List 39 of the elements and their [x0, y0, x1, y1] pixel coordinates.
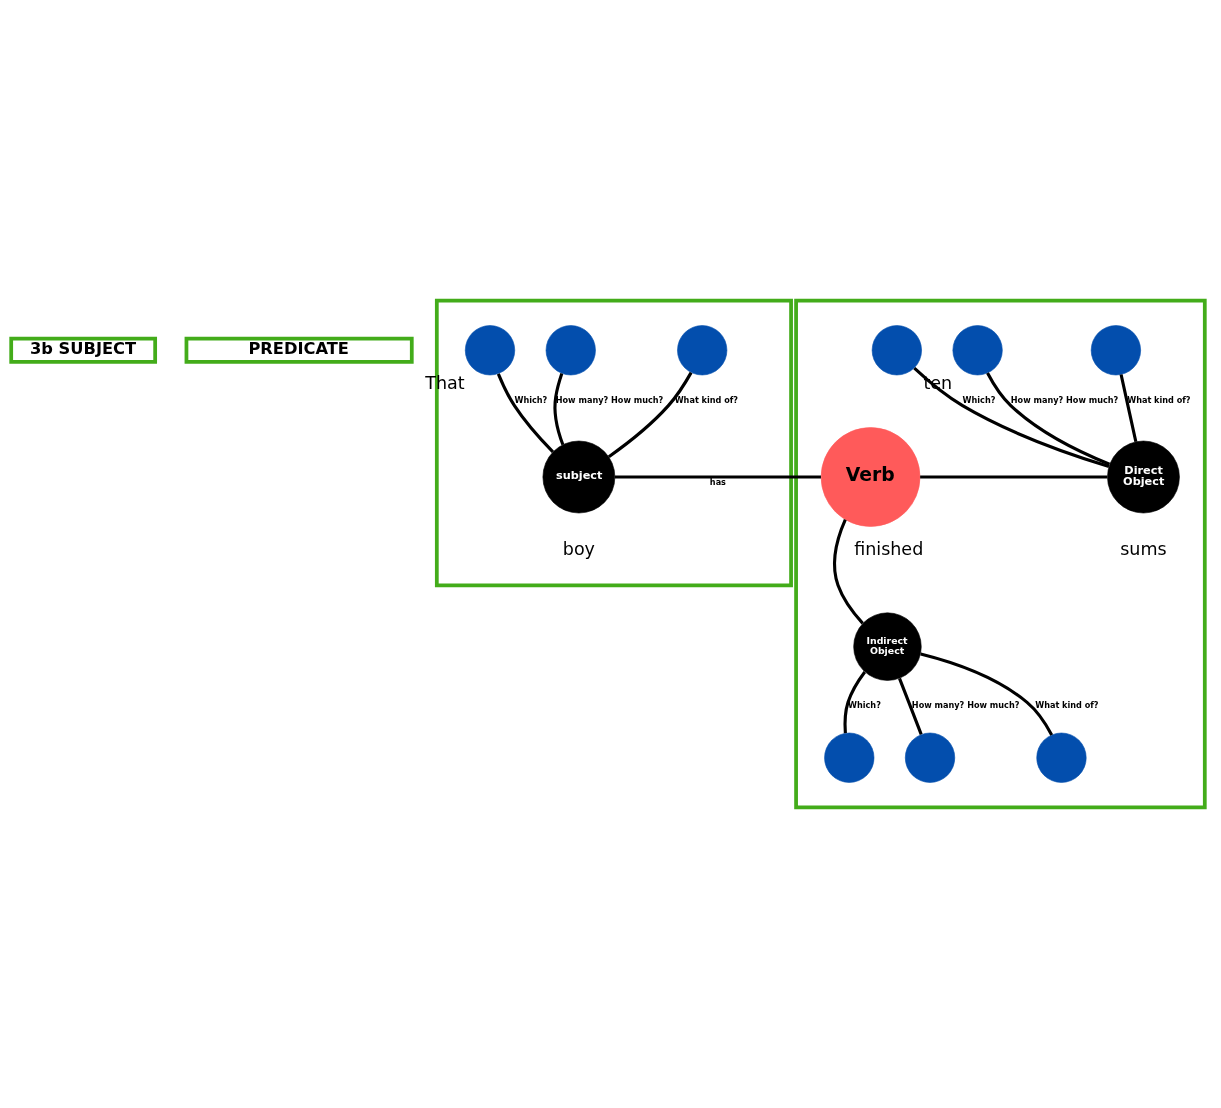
edge-label: Which?: [514, 394, 548, 405]
node-circle: subject: [542, 440, 616, 514]
connector: [898, 677, 923, 735]
node-circle: [1036, 732, 1087, 783]
connector: [614, 475, 821, 479]
node-label: finished: [854, 538, 924, 559]
edge-label: has: [709, 476, 726, 487]
edge-label: How many? How much?: [1010, 394, 1119, 405]
node-box: PREDICATE: [184, 336, 414, 364]
node-circle: [464, 325, 516, 376]
node-box: 3b SUBJECT: [9, 336, 158, 364]
node-circle: Indirect Object: [853, 612, 922, 681]
node-circle: [952, 325, 1003, 376]
node-circle: [824, 732, 875, 783]
node-label: boy: [562, 538, 595, 559]
connector: [1119, 374, 1138, 443]
node-circle: [871, 325, 922, 376]
edge-label: How many? How much?: [911, 700, 1020, 711]
node-circle: [1090, 325, 1141, 376]
node-circle: [677, 325, 728, 376]
connector: [913, 367, 1110, 469]
node-circle: [905, 732, 956, 783]
cluster: [794, 298, 1207, 810]
edge-label: Which?: [962, 394, 996, 405]
edge-label: Which?: [848, 700, 881, 711]
connector: [833, 519, 864, 625]
connector: [920, 475, 1108, 479]
node-circle: Verb: [820, 427, 921, 527]
connector: [608, 371, 693, 458]
node-circle: [545, 325, 596, 376]
connector: [986, 372, 1111, 466]
node-label: sums: [1120, 538, 1167, 559]
connector: [553, 373, 565, 446]
connector: [843, 671, 866, 734]
edge-label: What kind of?: [1035, 700, 1099, 711]
edge-label: What kind of?: [674, 394, 739, 405]
connector: [920, 652, 1054, 736]
node-circle: Direct Object: [1107, 440, 1180, 514]
connector: [496, 373, 554, 453]
